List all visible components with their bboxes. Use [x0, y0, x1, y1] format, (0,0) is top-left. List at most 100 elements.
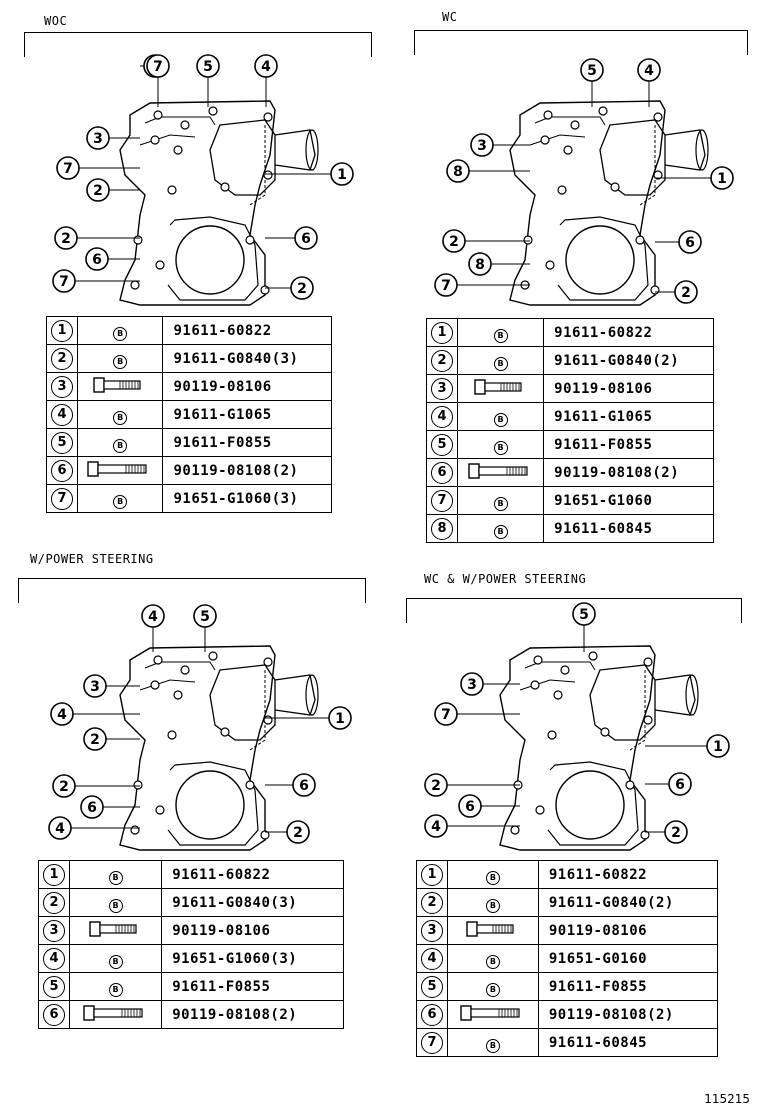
nut-icon: B: [456, 430, 545, 459]
callout-6: 6: [458, 794, 520, 818]
callout-1: 1: [655, 166, 734, 190]
item-number: 1: [51, 320, 73, 342]
part-number: 91611-G0840(3): [162, 344, 332, 373]
item-number: 6: [51, 460, 73, 482]
nut-icon: B: [108, 898, 123, 913]
nut-icon: B: [493, 328, 508, 343]
item-number-cell: 4: [38, 944, 70, 973]
parts-row: 5 B 91611-F0855: [426, 430, 714, 459]
callout-6: 6: [655, 230, 702, 254]
callout-2: 2: [52, 774, 140, 798]
nut-icon: B: [68, 944, 163, 973]
long-bolt-icon: [467, 462, 528, 479]
long-bolt-icon: [460, 1004, 520, 1021]
nut-icon: B: [113, 410, 128, 425]
item-number-cell: 5: [46, 428, 78, 457]
nut-icon: B: [108, 982, 123, 997]
item-number-cell: 6: [46, 456, 78, 485]
callout-2-label: 2: [93, 183, 103, 199]
nut-icon: B: [447, 972, 539, 1001]
callout-2-label: 2: [293, 825, 303, 841]
bracket-woc: [24, 32, 372, 57]
item-number: 1: [431, 322, 453, 344]
callout-2-label: 2: [59, 779, 69, 795]
item-number-cell: 6: [416, 1000, 448, 1029]
nut-icon: B: [113, 354, 128, 369]
part-number: 91611-G1065: [162, 400, 332, 429]
nut-icon: B: [493, 524, 508, 539]
callout-5: 5: [196, 54, 220, 107]
part-number: 90119-08108(2): [161, 1000, 344, 1029]
long-bolt-icon: [456, 458, 545, 487]
callout-2-label: 2: [90, 732, 100, 748]
parts-row: 2 B 91611-G0840(3): [46, 344, 332, 373]
part-number: 91611-G0840(2): [543, 346, 714, 375]
figure-number: 115215: [704, 1092, 750, 1106]
nut-icon: B: [485, 954, 500, 969]
nut-icon: B: [447, 944, 539, 973]
short-bolt-icon: [447, 916, 539, 945]
short-bolt-icon: [68, 916, 163, 945]
callout-2: 2: [442, 229, 530, 253]
bracket-ps: [18, 578, 366, 603]
item-number-cell: 4: [46, 400, 78, 429]
item-number: 2: [51, 348, 73, 370]
part-number: 90119-08108(2): [537, 1000, 719, 1029]
callout-3: 3: [460, 672, 520, 696]
item-number-cell: 2: [46, 344, 78, 373]
nut-icon: B: [493, 440, 508, 455]
parts-row: 6 90119-08108(2): [416, 1000, 719, 1029]
part-number: 90119-08106: [162, 372, 332, 401]
callout-5-label: 5: [200, 609, 210, 625]
part-number: 90119-08108(2): [543, 458, 714, 487]
nut-icon: B: [456, 318, 545, 347]
callout-6: 6: [80, 795, 140, 819]
long-bolt-icon: [447, 1000, 539, 1029]
item-number: 5: [431, 434, 453, 456]
nut-icon: B: [456, 514, 545, 543]
item-number: 7: [51, 488, 73, 510]
callout-2: 2: [655, 280, 698, 304]
callout-4-label: 4: [261, 59, 271, 75]
part-number: 91611-G0840(2): [537, 888, 719, 917]
nut-icon: B: [456, 486, 545, 515]
part-number: 91611-F0855: [543, 430, 714, 459]
callout-1-label: 1: [713, 739, 723, 755]
nut-icon: B: [113, 326, 128, 341]
callout-2-label: 2: [431, 778, 441, 794]
callout-7: 7: [146, 54, 170, 107]
callout-4-label: 4: [57, 707, 67, 723]
callout-4: 4: [50, 702, 140, 726]
item-number-cell: 1: [38, 860, 70, 889]
callout-6: 6: [265, 226, 318, 250]
callout-7-label: 7: [59, 274, 69, 290]
callout-7-label: 7: [441, 707, 451, 723]
part-number: 91611-F0855: [537, 972, 719, 1001]
item-number: 6: [43, 1004, 65, 1026]
part-number: 91611-G1065: [543, 402, 714, 431]
callout-7: 7: [434, 273, 530, 297]
callout-1-label: 1: [335, 711, 345, 727]
callout-3: 3: [86, 126, 140, 150]
item-number-cell: 5: [38, 972, 70, 1001]
nut-icon: B: [493, 412, 508, 427]
item-number: 7: [421, 1032, 443, 1054]
callout-2: 2: [54, 226, 140, 250]
item-number-cell: 7: [426, 486, 458, 515]
item-number: 3: [431, 378, 453, 400]
nut-icon: B: [76, 316, 164, 345]
item-number: 2: [421, 892, 443, 914]
bracket-wcps: [406, 598, 742, 623]
callout-4-label: 4: [431, 819, 441, 835]
item-number-cell: 3: [426, 374, 458, 403]
